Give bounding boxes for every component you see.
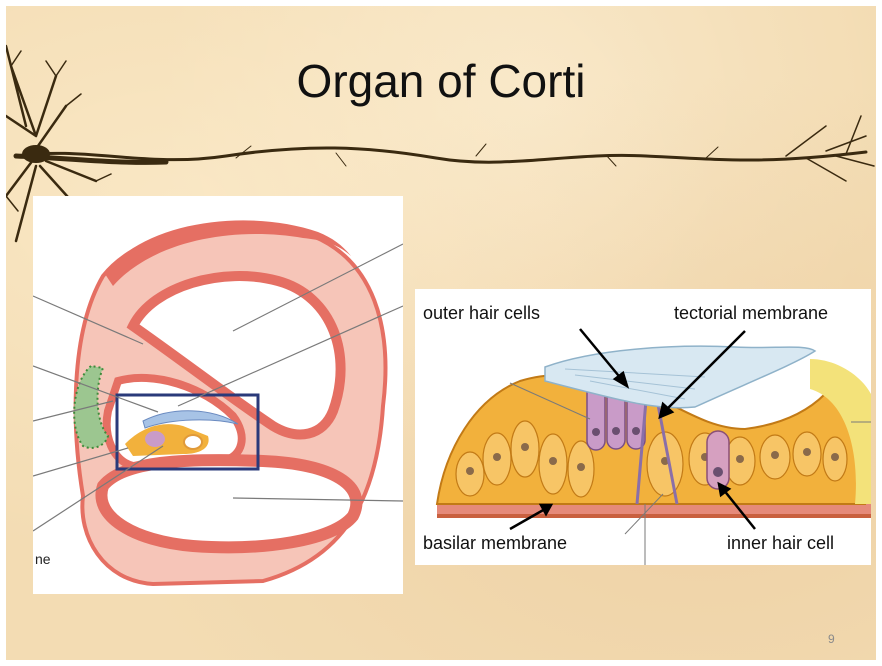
cut-off-label: ne	[35, 551, 51, 567]
page-number: 9	[828, 632, 835, 646]
label-tectorial-membrane: tectorial membrane	[674, 303, 828, 323]
cochlea-cross-section-figure: ne	[33, 196, 403, 594]
slide: Organ of Corti	[6, 6, 876, 660]
organ-of-corti-detail-figure: outer hair cells tectorial membrane basi…	[415, 289, 871, 565]
slide-title: Organ of Corti	[6, 54, 876, 108]
cochlea-diagram	[33, 196, 403, 594]
label-outer-hair-cells: outer hair cells	[423, 303, 540, 323]
label-basilar-membrane: basilar membrane	[423, 533, 567, 553]
label-inner-hair-cell: inner hair cell	[727, 533, 834, 553]
organ-of-corti-diagram	[415, 289, 871, 565]
